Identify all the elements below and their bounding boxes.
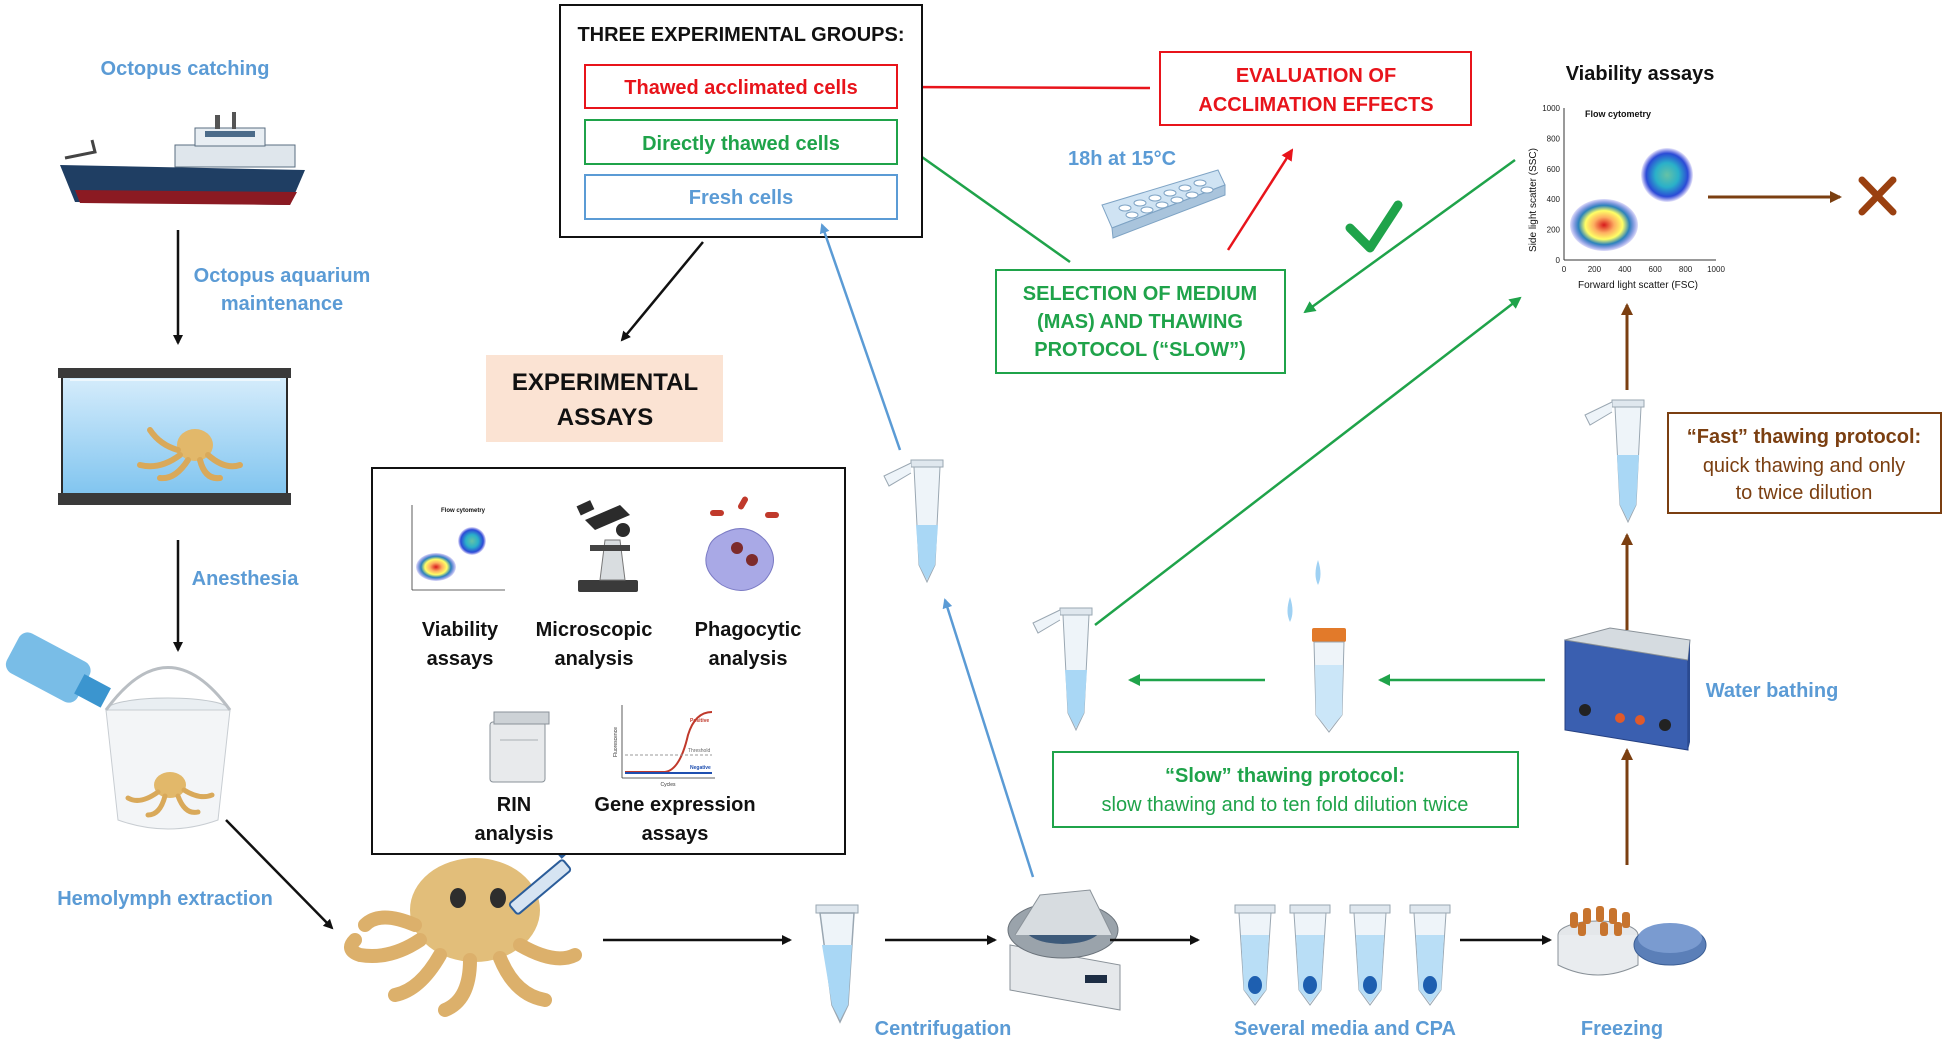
slow-protocol-line1: slow thawing and to ten fold dilution tw… bbox=[1102, 794, 1469, 816]
evaluation-line2: ACCLIMATION EFFECTS bbox=[1198, 94, 1433, 116]
step-aquarium-label-2: maintenance bbox=[221, 293, 343, 315]
group-fresh: Fresh cells bbox=[689, 187, 794, 209]
flow-plot-ticks: 0 200 400 600 800 1000 0 200 400 600 800 1000 bbox=[1542, 104, 1725, 274]
assay-gene-line2: assays bbox=[642, 823, 709, 845]
group-thawed-acclimated: Thawed acclimated cells bbox=[624, 77, 857, 99]
experimental-assays-label-box: EXPERIMENTAL ASSAYS bbox=[486, 355, 723, 442]
arrow-viability-to-selection bbox=[1303, 158, 1516, 314]
x-tick-label: 400 bbox=[1618, 265, 1632, 274]
bucket-icon bbox=[5, 632, 232, 830]
acclimation-time-label: 18h at 15°C bbox=[1068, 148, 1176, 170]
three-groups-title: THREE EXPERIMENTAL GROUPS: bbox=[577, 24, 904, 46]
arrow-bucket-to-octopus bbox=[225, 819, 334, 930]
fast-protocol-box: “Fast” thawing protocol: quick thawing a… bbox=[1667, 412, 1942, 514]
tube-icon-fresh bbox=[883, 459, 944, 584]
y-tick-label: 400 bbox=[1547, 195, 1561, 204]
x-tick-label: 1000 bbox=[1707, 265, 1725, 274]
x-tick-label: 600 bbox=[1649, 265, 1663, 274]
step-centrifugation-label: Centrifugation bbox=[875, 1018, 1012, 1040]
fast-protocol-title: “Fast” thawing protocol: bbox=[1687, 426, 1921, 448]
flow-cytometry-plot: Flow cytometry 0 200 400 600 800 1000 0 200 400 6… bbox=[1528, 104, 1725, 291]
tube-icon-slow-thaw bbox=[1032, 607, 1093, 732]
pcr-curve-icon: Positive Threshold Negative Cycles Fluor… bbox=[613, 705, 715, 788]
selection-line3: PROTOCOL (“SLOW”) bbox=[1034, 339, 1245, 361]
centrifuge-icon bbox=[1007, 889, 1121, 1011]
x-tick-label: 0 bbox=[1562, 265, 1567, 274]
x-tick-label: 200 bbox=[1588, 265, 1602, 274]
tube-icon-hemolymph bbox=[815, 904, 859, 1024]
step-freezing-label: Freezing bbox=[1581, 1018, 1663, 1040]
fast-protocol-line1: quick thawing and only bbox=[1703, 455, 1905, 477]
step-hemolymph-label: Hemolymph extraction bbox=[57, 888, 273, 910]
evaluation-box: EVALUATION OF ACCLIMATION EFFECTS bbox=[1159, 51, 1472, 126]
arrow-selection-to-evaluation bbox=[1226, 148, 1294, 251]
group-directly-thawed: Directly thawed cells bbox=[642, 133, 840, 155]
assay-gene-line1: Gene expression bbox=[594, 794, 755, 816]
microscope-icon bbox=[576, 500, 638, 592]
arrow-fresh-tube-to-fresh-cells bbox=[819, 223, 902, 451]
pcr-xlabel: Cycles bbox=[660, 782, 676, 788]
step-catching-label: Octopus catching bbox=[101, 58, 270, 80]
pcr-ylabel: Fluorescence bbox=[613, 727, 619, 757]
selection-line1: SELECTION OF MEDIUM bbox=[1023, 283, 1257, 305]
fast-protocol-line2: to twice dilution bbox=[1736, 482, 1873, 504]
tube-icon-fast-thaw bbox=[1584, 399, 1645, 524]
arrow-centrifuge-to-fresh-tube bbox=[942, 598, 1035, 878]
phagocyte-icon bbox=[705, 496, 779, 591]
assay-viability-line2: assays bbox=[427, 648, 494, 670]
falcon-tube-icon bbox=[1287, 560, 1346, 733]
assays-panel: Flow cytometry Viability assays Microsco… bbox=[371, 467, 846, 855]
pcr-threshold-label: Threshold bbox=[688, 748, 710, 754]
assay-rin-line1: RIN bbox=[497, 794, 531, 816]
viability-top-title: Viability assays bbox=[1566, 63, 1715, 85]
assay-rin-line2: analysis bbox=[475, 823, 554, 845]
arrow-groups-to-assays bbox=[620, 241, 704, 342]
arrow-evaluation-to-thawed-acclimated bbox=[900, 81, 1151, 94]
y-tick-label: 0 bbox=[1556, 256, 1561, 265]
step-aquarium-label-1: Octopus aquarium bbox=[194, 265, 371, 287]
media-tubes-icon bbox=[1234, 904, 1451, 1006]
arrow-slow-tube-to-viability bbox=[1094, 296, 1522, 626]
step-water-bathing-label: Water bathing bbox=[1706, 680, 1839, 702]
x-tick-label: 800 bbox=[1679, 265, 1693, 274]
well-plate-icon bbox=[1101, 169, 1226, 239]
aquarium-icon bbox=[58, 368, 291, 505]
flow-plot-xlabel: Forward light scatter (FSC) bbox=[1578, 280, 1698, 291]
mini-flow-title: Flow cytometry bbox=[441, 508, 486, 514]
pcr-negative-label: Negative bbox=[690, 765, 711, 771]
bioanalyzer-icon bbox=[489, 711, 550, 783]
slow-protocol-box: “Slow” thawing protocol: slow thawing an… bbox=[1052, 751, 1519, 828]
evaluation-line1: EVALUATION OF bbox=[1236, 65, 1396, 87]
step-anesthesia-label: Anesthesia bbox=[192, 568, 300, 590]
water-bath-icon bbox=[1564, 627, 1691, 751]
flow-plot-title: Flow cytometry bbox=[1585, 109, 1651, 119]
arrow-selection-to-directly-thawed bbox=[903, 143, 1071, 264]
pcr-positive-label: Positive bbox=[690, 718, 709, 724]
y-tick-label: 800 bbox=[1547, 134, 1561, 143]
assay-viability-line1: Viability bbox=[422, 619, 499, 641]
flow-plot-ylabel: Side light scatter (SSC) bbox=[1528, 148, 1539, 252]
experimental-assays-line1: EXPERIMENTAL bbox=[512, 369, 698, 396]
checkmark-icon bbox=[1345, 200, 1403, 253]
freezing-icon bbox=[1557, 906, 1707, 976]
selection-line2: (MAS) AND THAWING bbox=[1037, 311, 1243, 333]
experimental-assays-line2: ASSAYS bbox=[557, 404, 654, 431]
octopus-syringe-icon bbox=[344, 841, 582, 1017]
y-tick-label: 600 bbox=[1547, 165, 1561, 174]
cross-icon bbox=[1858, 176, 1897, 216]
mini-flow-icon: Flow cytometry bbox=[411, 505, 505, 591]
y-tick-label: 200 bbox=[1547, 226, 1561, 235]
three-groups-box: THREE EXPERIMENTAL GROUPS: Thawed acclim… bbox=[559, 4, 923, 238]
slow-protocol-title: “Slow” thawing protocol: bbox=[1165, 765, 1405, 787]
ship-icon bbox=[60, 112, 305, 205]
step-media-label: Several media and CPA bbox=[1234, 1018, 1456, 1040]
y-tick-label: 1000 bbox=[1542, 104, 1560, 113]
assay-microscopic-line1: Microscopic bbox=[536, 619, 653, 641]
assay-phagocytic-line2: analysis bbox=[709, 648, 788, 670]
assay-phagocytic-line1: Phagocytic bbox=[695, 619, 802, 641]
assay-microscopic-line2: analysis bbox=[555, 648, 634, 670]
selection-box: SELECTION OF MEDIUM (MAS) AND THAWING PR… bbox=[995, 269, 1286, 374]
